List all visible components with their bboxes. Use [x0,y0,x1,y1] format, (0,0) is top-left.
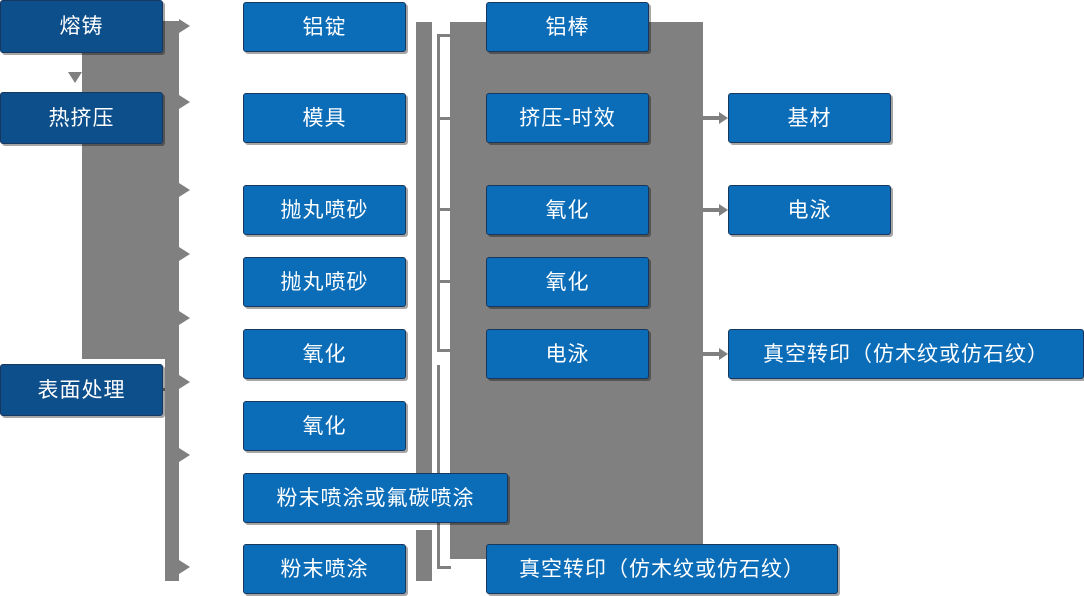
process-node-shot-blasting-2[interactable]: 抛丸喷砂 [243,257,406,307]
node-label: 熔铸 [59,14,104,38]
node-label: 粉末喷涂或氟碳喷涂 [276,485,475,510]
bracket-tick [437,349,451,352]
node-label: 氧化 [545,269,590,294]
node-label: 真空转印（仿木纹或仿石纹） [519,556,805,581]
detail-node-extrusion-aging[interactable]: 挤压-时效 [486,93,649,143]
node-label: 抛丸喷砂 [280,269,369,294]
middle-trunk-bar [416,22,432,519]
arrow-right-icon [179,375,190,389]
arrow-right-icon [703,346,728,362]
surface-treatment-connector [163,388,179,391]
arrow-right-icon [179,560,190,574]
node-label: 氧化 [302,413,347,438]
node-label: 氧化 [545,197,590,222]
node-label: 电泳 [545,341,590,366]
node-label: 铝棒 [545,14,590,39]
detail-node-vacuum-transfer-bottom[interactable]: 真空转印（仿木纹或仿石纹） [486,544,838,594]
arrow-down-icon [68,72,82,83]
arrow-right-icon [179,311,190,325]
bracket-connector-lower-icon [437,365,440,569]
process-node-mold[interactable]: 模具 [243,93,406,143]
node-label: 铝锭 [302,14,347,39]
detail-node-electrophoresis[interactable]: 电泳 [486,329,649,379]
node-label: 模具 [302,105,347,130]
detail-node-oxidation-1[interactable]: 氧化 [486,185,649,235]
node-label: 挤压-时效 [519,105,616,130]
left-trunk-lower [165,359,179,581]
process-node-shot-blasting-1[interactable]: 抛丸喷砂 [243,185,406,235]
arrow-right-icon [179,95,190,109]
middle-trunk-bar-lower [416,530,432,581]
stage-node-melt-cast[interactable]: 熔铸 [0,0,163,53]
process-node-oxidation-1[interactable]: 氧化 [243,329,406,379]
output-node-vacuum-transfer[interactable]: 真空转印（仿木纹或仿石纹） [728,329,1084,379]
node-label: 抛丸喷砂 [280,197,369,222]
node-label: 表面处理 [37,377,126,402]
arrow-right-icon [179,448,190,462]
process-node-powder-or-fluorocarbon[interactable]: 粉末喷涂或氟碳喷涂 [243,473,508,523]
bracket-tick [437,117,451,120]
output-node-electrophoresis[interactable]: 电泳 [728,185,891,235]
node-label: 热挤压 [48,105,115,130]
arrow-right-icon [703,110,728,126]
node-label: 粉末喷涂 [280,556,369,581]
bracket-tick [437,34,451,37]
bracket-tick [437,280,451,283]
detail-node-aluminum-bar[interactable]: 铝棒 [486,2,649,52]
process-node-aluminum-ingot[interactable]: 铝锭 [243,2,406,52]
stage-node-surface-treatment[interactable]: 表面处理 [0,364,163,416]
process-node-oxidation-2[interactable]: 氧化 [243,401,406,451]
detail-node-oxidation-2[interactable]: 氧化 [486,257,649,307]
arrow-right-icon [179,247,190,261]
node-label: 基材 [787,105,832,130]
output-node-base-material[interactable]: 基材 [728,93,891,143]
node-label: 电泳 [787,197,832,222]
process-node-powder-coating[interactable]: 粉末喷涂 [243,544,406,594]
arrow-right-icon [703,202,728,218]
node-label: 真空转印（仿木纹或仿石纹） [763,341,1049,366]
stage-node-hot-extrusion[interactable]: 热挤压 [0,92,163,144]
bracket-tick [437,208,451,211]
arrow-right-icon [179,19,190,33]
node-label: 氧化 [302,341,347,366]
bracket-connector-icon [437,34,440,351]
left-trunk-upper [82,21,179,359]
arrow-right-icon [179,183,190,197]
bracket-tick [437,566,451,569]
